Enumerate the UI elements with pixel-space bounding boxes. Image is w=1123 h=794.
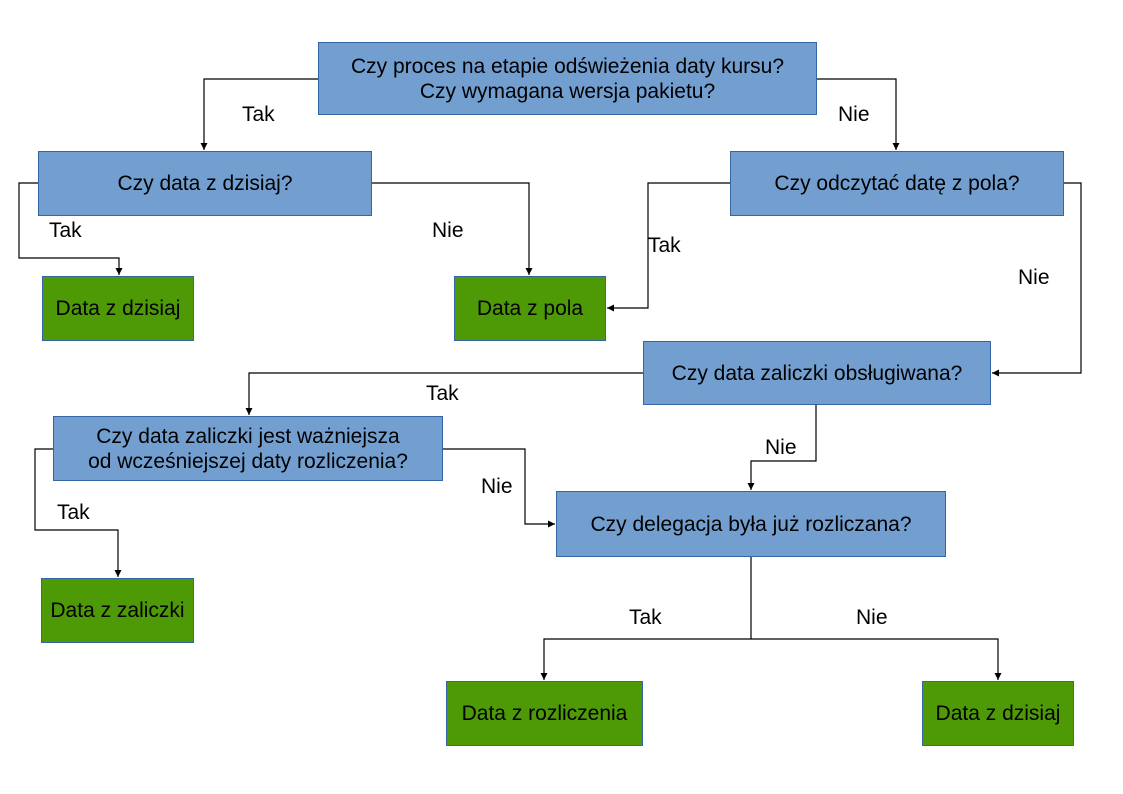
node-advance-supported-question: Czy data zaliczki obsługiwana? bbox=[643, 341, 991, 405]
connector-important-no bbox=[443, 448, 555, 528]
label-supported-no: Nie bbox=[765, 436, 797, 459]
label-field-yes: Tak bbox=[648, 234, 681, 257]
label-settled-no: Nie bbox=[856, 606, 888, 629]
label-field-no: Nie bbox=[1018, 266, 1050, 289]
label-important-yes: Tak bbox=[57, 501, 90, 524]
connector-settled-no bbox=[751, 638, 1002, 680]
label-refresh-no: Nie bbox=[838, 103, 870, 126]
connector-refresh-no bbox=[816, 78, 900, 150]
node-refresh-question: Czy proces na etapie odświeżenia daty ku… bbox=[318, 42, 817, 115]
connector-important-yes bbox=[34, 448, 122, 577]
label-today-no: Nie bbox=[432, 219, 464, 242]
label-settled-yes: Tak bbox=[629, 606, 662, 629]
node-today-question: Czy data z dzisiaj? bbox=[38, 151, 372, 216]
connector-today-yes bbox=[18, 182, 123, 275]
connector-refresh-yes bbox=[200, 78, 318, 150]
label-today-yes: Tak bbox=[49, 219, 82, 242]
node-result-advance: Data z zaliczki bbox=[41, 578, 194, 643]
connector-supported-no bbox=[747, 405, 817, 490]
node-read-field-question: Czy odczytać datę z pola? bbox=[730, 151, 1064, 216]
node-result-today-2: Data z dzisiaj bbox=[922, 681, 1074, 746]
node-result-settlement: Data z rozliczenia bbox=[446, 681, 643, 746]
node-result-today-1: Data z dzisiaj bbox=[42, 276, 194, 341]
node-settled-question: Czy delegacja była już rozliczana? bbox=[556, 491, 946, 557]
label-important-no: Nie bbox=[481, 475, 513, 498]
connector-supported-yes bbox=[245, 372, 643, 415]
label-supported-yes: Tak bbox=[426, 382, 459, 405]
connector-today-no bbox=[371, 182, 533, 275]
connector-settled-yes bbox=[540, 638, 751, 680]
node-advance-important-question: Czy data zaliczki jest ważniejsza od wcz… bbox=[53, 416, 443, 481]
node-result-field: Data z pola bbox=[454, 276, 606, 341]
connector-field-no bbox=[992, 182, 1082, 377]
label-refresh-yes: Tak bbox=[242, 103, 275, 126]
connector-field-yes bbox=[607, 182, 730, 312]
